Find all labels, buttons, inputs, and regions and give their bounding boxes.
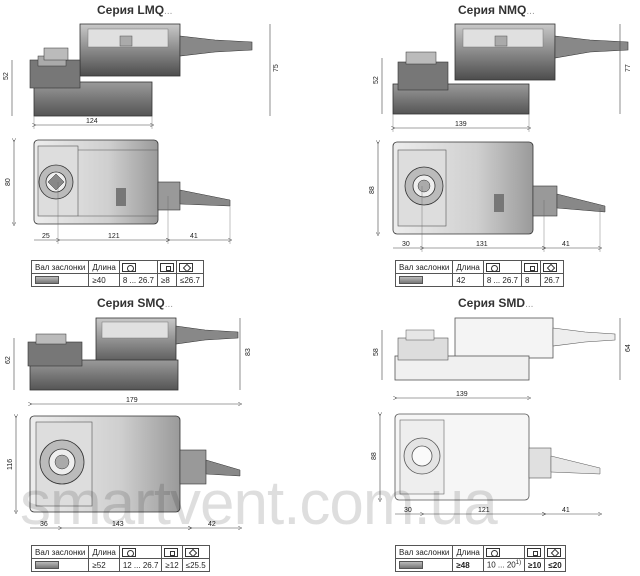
lmq-height-right: 75	[273, 64, 280, 72]
smd-plan-view	[394, 413, 601, 501]
table-label: Вал заслонки	[30, 545, 90, 559]
table-label: Вал заслонки	[394, 260, 454, 274]
nmq-side-view	[392, 23, 629, 115]
table-square: ≥10	[524, 558, 546, 572]
smq-plan-view	[29, 415, 241, 513]
shaft-icon	[35, 276, 59, 285]
round-shaft-icon	[121, 262, 136, 272]
smd-side-dims: 58 64 139	[373, 318, 632, 398]
round-shaft-icon	[485, 547, 500, 557]
square-shaft-icon	[159, 262, 174, 272]
lmq-height-left: 52	[3, 72, 10, 80]
smd-height-left: 58	[373, 348, 380, 356]
watermark: smartvent.com.ua	[20, 469, 498, 538]
diamond-shaft-icon	[547, 547, 562, 557]
table-length-header: Длина	[452, 260, 484, 274]
shaft-icon	[399, 276, 423, 285]
diamond-shaft-icon	[178, 262, 193, 272]
table-square: ≥8	[156, 273, 177, 287]
shaft-icon	[399, 561, 423, 570]
table-label: Вал заслонки	[30, 260, 90, 274]
table-round: 12 ... 26.7	[118, 558, 163, 572]
lmq-side-view	[29, 23, 253, 117]
smd-offset-right: 41	[562, 507, 570, 514]
smd-plan-height: 88	[371, 452, 378, 460]
table-square: 8	[520, 273, 541, 287]
nmq-plan-dims: 88 30 131 41	[369, 142, 600, 252]
table-length: ≥40	[88, 273, 120, 287]
lmq-side-dims: 52 75 124	[3, 24, 280, 129]
table-diamond: 26.7	[539, 273, 564, 287]
title-lmq: Серия LMQ...	[97, 3, 173, 17]
table-length-header: Длина	[88, 545, 120, 559]
nmq-side-dims: 52 77 139	[373, 24, 632, 132]
square-shaft-icon	[164, 547, 179, 557]
table-diamond: ≤20	[544, 558, 566, 572]
smd-offset-left: 30	[404, 507, 412, 514]
table-length: ≥48	[452, 558, 484, 572]
nmq-spec-table: Вал заслонки Длина 42 8 ... 26.7 8 26.7	[394, 260, 564, 287]
smq-height-right: 83	[245, 348, 252, 356]
table-length-header: Длина	[452, 545, 484, 559]
lmq-offset-right: 41	[190, 233, 198, 240]
table-length: 42	[452, 273, 484, 287]
nmq-height-right: 77	[625, 64, 632, 72]
square-shaft-icon	[523, 262, 538, 272]
nmq-plan-view	[392, 141, 606, 235]
table-round: 8 ... 26.7	[482, 273, 522, 287]
nmq-offset-right: 41	[562, 241, 570, 248]
title-smq: Серия SMQ...	[97, 296, 174, 310]
nmq-main: 131	[476, 241, 488, 248]
lmq-plan-view	[33, 139, 231, 225]
diamond-shaft-icon	[542, 262, 557, 272]
table-square: ≥12	[161, 558, 183, 572]
round-shaft-icon	[121, 547, 136, 557]
lmq-plan-height: 80	[5, 178, 12, 186]
nmq-length: 139	[455, 121, 467, 128]
table-round: 10 ... 201)	[482, 558, 526, 572]
nmq-height-left: 52	[373, 76, 380, 84]
smd-main: 121	[478, 507, 490, 514]
table-length: ≥52	[88, 558, 120, 572]
smd-side-view	[394, 317, 616, 381]
round-shaft-icon	[485, 262, 500, 272]
lmq-offset-left: 25	[42, 233, 50, 240]
diamond-shaft-icon	[184, 547, 199, 557]
table-length-header: Длина	[88, 260, 120, 274]
smq-plan-dims: 116 36 143 42	[7, 416, 240, 528]
lmq-main: 121	[108, 233, 120, 240]
nmq-offset-left: 30	[402, 241, 410, 248]
smq-side-view	[27, 317, 239, 391]
lmq-plan-dims: 80 25 121 41	[5, 140, 230, 244]
smq-side-dims: 62 83 179	[5, 318, 252, 404]
smd-length: 139	[456, 391, 468, 398]
smq-length: 179	[126, 397, 138, 404]
table-diamond: ≤25.5	[181, 558, 210, 572]
smq-height-left: 62	[5, 356, 12, 364]
smq-plan-height: 116	[7, 459, 14, 470]
smd-plan-dims: 88 30 121 41	[371, 414, 600, 514]
table-label: Вал заслонки	[394, 545, 454, 559]
title-nmq: Серия NMQ...	[458, 3, 535, 17]
table-round: 8 ... 26.7	[118, 273, 158, 287]
nmq-plan-height: 88	[369, 186, 376, 194]
smq-main: 143	[112, 521, 124, 528]
smd-spec-table: Вал заслонки Длина ≥48 10 ... 201) ≥10 ≤…	[394, 545, 566, 572]
shaft-icon	[35, 561, 59, 570]
smq-spec-table: Вал заслонки Длина ≥52 12 ... 26.7 ≥12 ≤…	[30, 545, 210, 572]
smq-offset-right: 42	[208, 521, 216, 528]
title-smd: Серия SMD...	[458, 296, 534, 310]
lmq-length: 124	[86, 118, 98, 125]
square-shaft-icon	[527, 547, 542, 557]
lmq-spec-table: Вал заслонки Длина ≥40 8 ... 26.7 ≥8 ≤26…	[30, 260, 204, 287]
smq-offset-left: 36	[40, 521, 48, 528]
smd-height-right: 64	[625, 344, 632, 352]
table-diamond: ≤26.7	[175, 273, 204, 287]
